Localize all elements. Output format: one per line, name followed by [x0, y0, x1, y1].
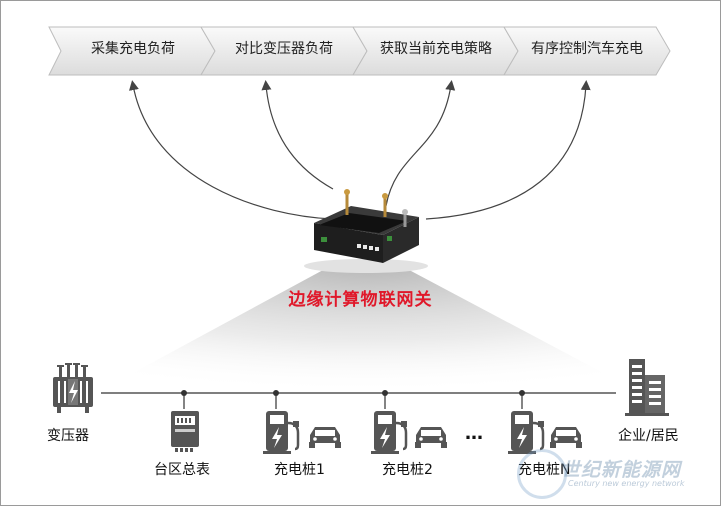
- watermark-logo: [517, 449, 567, 499]
- transformer-label: 变压器: [47, 428, 89, 444]
- arrow-to-step-3: [385, 80, 456, 207]
- gateway-title: 边缘计算物联网关: [288, 290, 433, 310]
- car-icon-1: [309, 427, 341, 448]
- car-icon-n: [550, 427, 582, 448]
- arrow-to-step-4: [425, 80, 591, 220]
- charger-icon-1: [263, 411, 300, 454]
- process-step-3: 获取当前充电策略: [380, 41, 492, 57]
- car-icon-2: [415, 427, 447, 448]
- charger-label-1: 充电桩1: [274, 462, 325, 478]
- building-icon: [625, 359, 669, 416]
- process-step-1: 采集充电负荷: [91, 41, 175, 57]
- gateway-beam: [96, 263, 641, 393]
- process-step-4: 有序控制汽车充电: [531, 41, 643, 57]
- meter-icon: [171, 411, 199, 452]
- process-bar: [48, 26, 671, 76]
- gateway-arrows: [129, 80, 591, 220]
- process-step-shape-4: [503, 26, 671, 76]
- arrow-to-step-2: [261, 80, 334, 190]
- process-step-2: 对比变压器负荷: [235, 41, 333, 57]
- arrow-to-step-1: [129, 80, 334, 220]
- transformer-icon: [53, 363, 93, 413]
- watermark-subtext: Century new energy network: [568, 479, 685, 488]
- enterprise-label: 企业/居民: [618, 428, 679, 444]
- watermark-text: 世纪新能源网: [561, 459, 682, 481]
- charger-ellipsis: …: [465, 423, 483, 444]
- charger-icon-n: [508, 411, 545, 454]
- charger-label-2: 充电桩2: [382, 462, 433, 478]
- charger-icon-2: [371, 411, 408, 454]
- bus-drops: [183, 393, 523, 409]
- gateway-device-icon: [304, 189, 428, 273]
- meter-label: 台区总表: [154, 462, 210, 478]
